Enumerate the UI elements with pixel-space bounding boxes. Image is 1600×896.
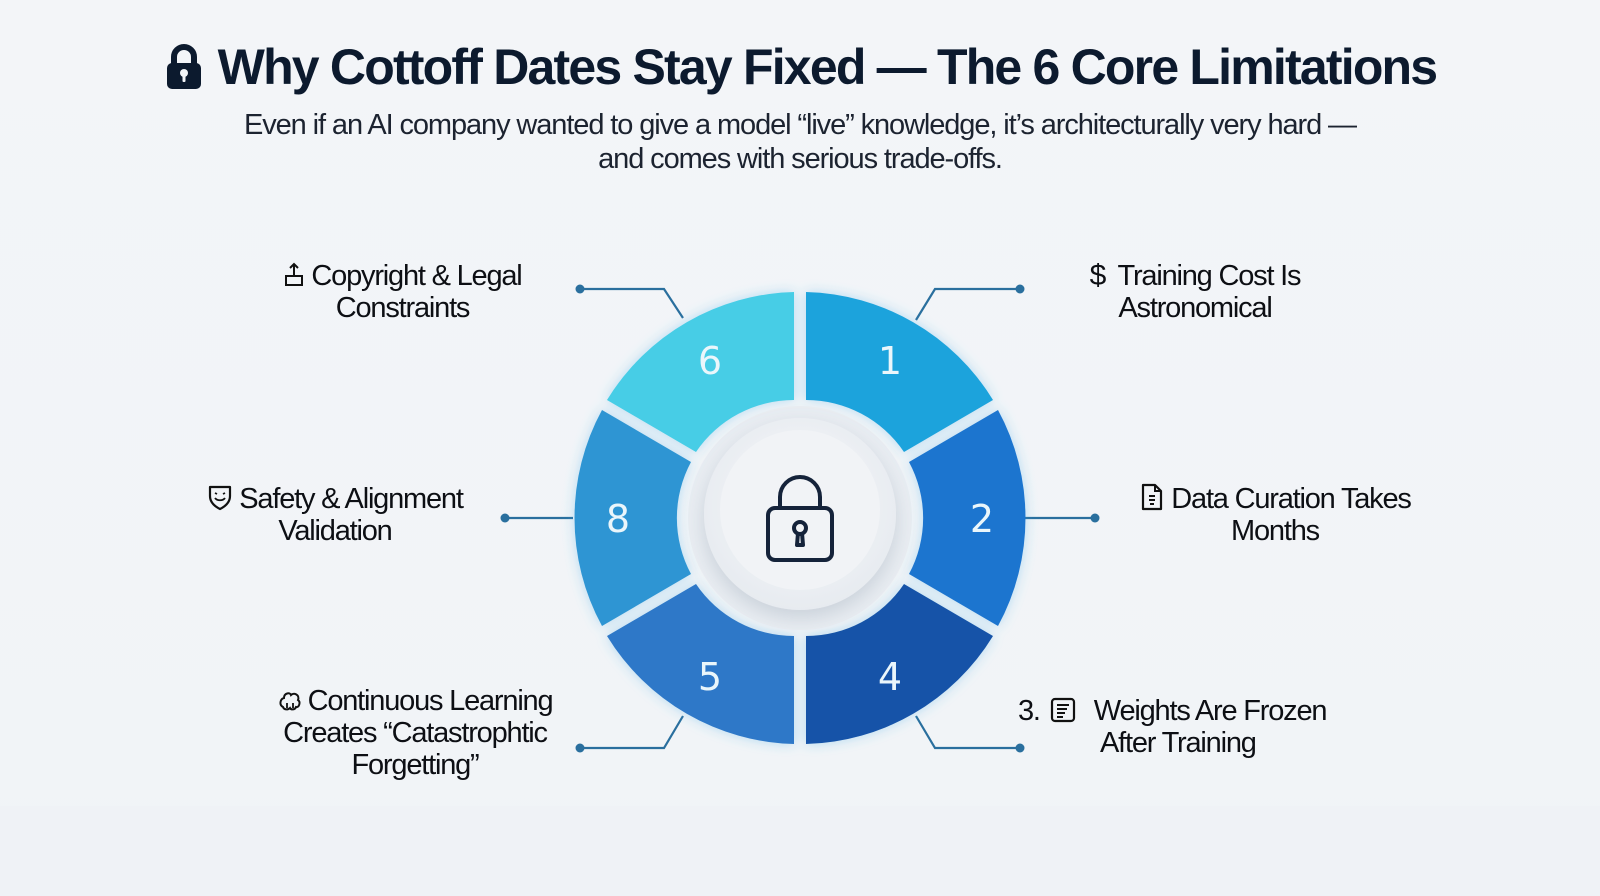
subtitle-line-1: Even if an AI company wanted to give a m…	[244, 109, 1357, 141]
limitation-copyright-legal: Copyright & Legal Constraints	[260, 260, 545, 324]
bottom-band	[0, 806, 1600, 896]
segment-5[interactable]	[607, 584, 794, 744]
segment-number-4: 4	[878, 655, 902, 699]
limitation-data-curation: Data Curation Takes Months	[1115, 483, 1435, 547]
limitation-weights-frozen: 3. Weights Are Frozen After Training	[1018, 695, 1328, 759]
segment-4[interactable]	[806, 584, 993, 744]
limitation-training-cost: $ Training Cost Is Astronomical	[1089, 259, 1302, 325]
segment-8[interactable]	[574, 410, 691, 626]
dollar-icon: $	[1089, 259, 1107, 292]
segment-6[interactable]	[607, 292, 794, 452]
limitation-safety-alignment: Safety & Alignment Validation	[180, 483, 490, 547]
segment-number-8: 8	[606, 497, 630, 541]
connector-dots	[500, 284, 1100, 753]
page-title: Why Cottoff Dates Stay Fixed — The 6 Cor…	[164, 38, 1438, 96]
segment-number-1: 1	[878, 339, 902, 383]
connector-4	[915, 715, 1020, 750]
header: Why Cottoff Dates Stay Fixed — The 6 Cor…	[0, 38, 1600, 176]
segment-2[interactable]	[909, 410, 1026, 626]
connector-lines	[505, 287, 1095, 750]
title-text: Why Cottoff Dates Stay Fixed — The 6 Cor…	[217, 39, 1438, 95]
brain-icon	[279, 692, 301, 711]
connector-6	[580, 287, 684, 319]
connector-5	[580, 715, 684, 750]
subtitle-line-2: and comes with serious trade-offs.	[598, 143, 1003, 175]
padlock-icon	[766, 475, 834, 562]
segment-1[interactable]	[806, 292, 993, 452]
ring-segments	[574, 292, 1026, 744]
document-icon	[1142, 483, 1163, 511]
segment-number-5: 5	[698, 655, 722, 699]
item-prefix: 3.	[1018, 695, 1041, 727]
limitation-continuous-learning: Continuous Learning Creates “Catastropht…	[250, 685, 580, 781]
connector-1	[915, 287, 1020, 321]
lock-icon	[166, 44, 201, 89]
segment-number-6: 6	[698, 339, 722, 383]
upload-box-icon	[285, 262, 304, 286]
subtitle: Even if an AI company wanted to give a m…	[140, 108, 1460, 176]
list-document-icon	[1050, 697, 1075, 723]
shield-icon	[209, 485, 232, 511]
segment-number-2: 2	[970, 497, 994, 541]
